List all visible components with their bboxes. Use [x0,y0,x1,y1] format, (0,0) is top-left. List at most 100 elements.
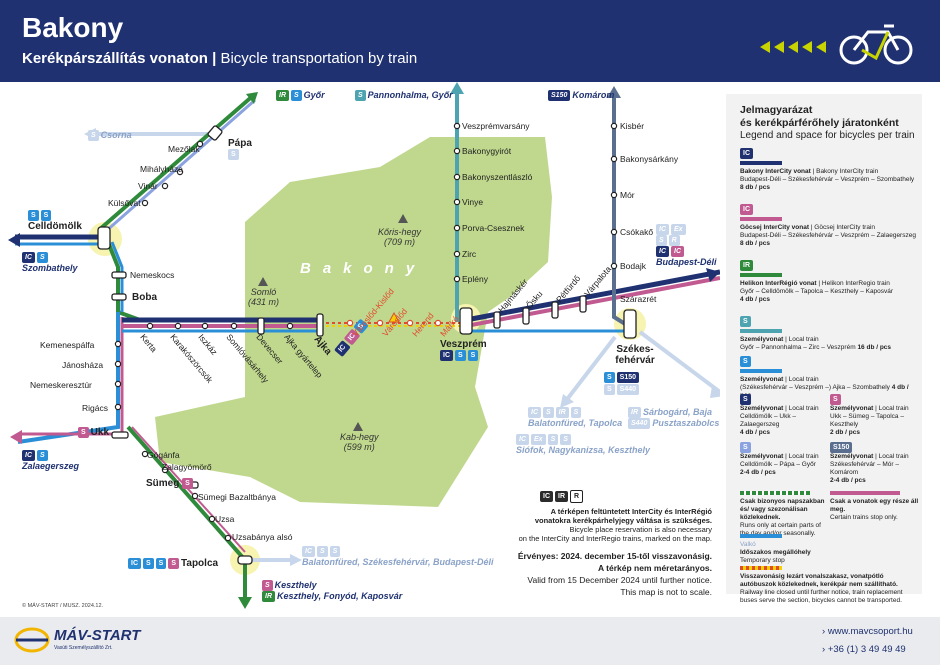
line-celldomolk-boba [106,241,141,322]
legend-item-local-zirc: S Személyvonat | Local train Győr – Pann… [740,316,892,351]
arrow-tapolca-east [290,554,302,566]
phone-number[interactable]: › +36 (1) 3 49 49 49 [822,644,906,655]
subtitle-separator: | [207,50,221,67]
label-ganfa: Gógánfa [147,450,180,460]
stop-varoslod [346,319,354,327]
label-janoshaza: Jánosháza [62,360,104,370]
label-csokako: Csókakő [620,227,654,237]
bakony-region-area [155,137,552,507]
mav-logo-text: MÁV-START [54,627,141,644]
label-kulsovat: Külsővat [108,198,141,208]
arrow-szombathely [8,233,20,247]
label-mor: Mór [620,190,635,200]
subtitle-hu: Kerékpárszállítás vonaton [22,50,208,67]
stop-pet-bar [551,301,559,319]
arrow-sarbogard [710,386,720,398]
stop-hajmasker-bar [493,311,501,329]
stop-marko [434,319,442,327]
peak-somlo: Somló(431 m) [248,287,280,307]
stop-osku-bar [522,307,530,325]
label-sumegi-bazalt: Sümegi Bazaltbánya [198,492,276,502]
stop-porva [453,224,461,232]
subtitle-en: Bicycle transportation by train [220,50,418,67]
peak-somlo-icon [258,277,268,286]
warning-icon [388,311,400,323]
label-kemenespalfa: Kemenespálfa [40,340,95,350]
label-zirc: Zirc [462,249,477,259]
label-mezolak: Mezőlak [168,144,200,154]
label-mihalyhaza: Mihályháza [140,164,183,174]
legend-half-papa: S Személyvonat | Local train Celldömölk … [740,442,819,476]
footer: MÁV-START Vasúti Személyszállító Zrt. › … [0,617,940,665]
page-title: Bakony [22,12,124,43]
label-veszpremvarsany: Veszprémvarsány [462,121,530,131]
map-canvas [8,82,720,609]
label-rigacs: Rigács [82,403,108,413]
stop-ukk-bar [111,431,129,439]
stop-zalagyomoro [161,466,169,474]
page-subtitle: Kerékpárszállítás vonaton | Bicycle tran… [22,50,417,67]
stop-bakonyszentlaszlo [453,173,461,181]
stop-mezolak [196,140,204,148]
peak-koris-icon [398,214,408,223]
region-label-bakony: Bakony [300,260,427,277]
label-nemeskeresztur: Nemeskeresztúr [30,380,92,390]
website-link[interactable]: › www.mavcsoport.hu [822,626,913,637]
stop-bakonygyirot [453,147,461,155]
stop-uzsabanya [224,534,232,542]
label-porva: Porva-Csesznek [462,223,525,233]
stop-vinye [453,198,461,206]
stop-zirc [453,250,461,258]
stop-herend [406,319,414,327]
arrow-keszthely [238,597,252,609]
label-bakonyszentlaszlo: Bakonyszentlászló [462,172,533,182]
legend-only-seasonal: Csak bizonyos napszakban és/ vagy szezon… [740,489,830,538]
legend-half-ukk: S Személyvonat | Local train Celldömölk … [740,394,819,436]
peak-kab-icon [353,422,363,431]
stop-ajka-bar [316,313,324,337]
legend-half-mor: S150 Személyvonat | Local train Székesfe… [830,442,909,484]
stop-bodajk [610,262,618,270]
rail-map: Bakony Kőris-hegy(709 m) Somló(431 m) Ka… [0,82,940,617]
label-szekesfehervar: Székes-fehérvár [615,344,655,366]
label-zalagyomoro: Zalagyömörő [162,462,212,472]
legend-item-helikon-ir: IR Helikon InterRégió vonat | Helikon In… [740,260,894,303]
line-gyor-celldomolk-2 [104,98,256,234]
stop-varoslod2 [376,319,384,327]
stop-sumegi-bazalt [191,492,199,500]
stop-uzsa [208,515,216,523]
stop-boba-bar [111,293,127,301]
header: Bakony Kerékpárszállítás vonaton | Bicyc… [0,0,940,82]
stop-papa-bar [207,125,223,141]
stop-tapolca-bar [237,555,253,565]
copyright: © MÁV-START / MUSZ. 2024.12. [22,603,104,609]
bicycle-icon [839,24,913,65]
label-boba: Boba [132,292,157,303]
stop-epleny [453,275,461,283]
stop-iszkaz [201,322,209,330]
legend-item-bakony-ic: IC Bakony InterCity vonat | Bakony Inter… [740,148,915,191]
stop-ganfa [141,450,149,458]
label-bodajk: Bodajk [620,261,646,271]
stop-ajka-gyartelep [286,322,294,330]
label-uzsa: Uzsa [215,514,235,524]
stop-kemenespalfa [114,340,122,348]
line-veszprem-szfvar-pink [465,276,720,328]
legend-half-sumeg: S Személyvonat | Local train Ukk – Sümeg… [830,394,909,436]
stop-rigacs [114,403,122,411]
line-balatonfured-sfv [563,335,617,404]
